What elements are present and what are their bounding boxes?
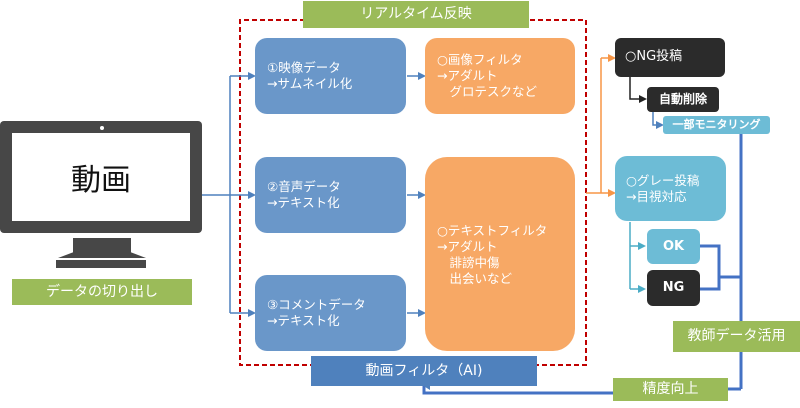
audio-data-title: ②音声データ (267, 179, 341, 194)
comment-data-title: ③コメントデータ (267, 297, 366, 312)
ok-text: OK (662, 239, 685, 254)
ng-post-text: ○NG投稿 (625, 49, 683, 64)
monitor-neck (73, 238, 131, 255)
video-data-box: ①映像データ →サムネイル化 (255, 38, 406, 114)
audio-data-box: ②音声データ →テキスト化 (255, 157, 406, 233)
image-filter-box: ○画像フィルタ →アダルト グロテスクなど (425, 38, 575, 114)
auto-delete-box: 自動削除 (647, 87, 719, 112)
data-extraction-text: データの切り出し (46, 284, 158, 300)
text-filter-title: ○テキストフィルタ (437, 223, 548, 238)
image-filter-item: グロテスクなど (437, 84, 538, 99)
image-filter-item: →アダルト (437, 68, 498, 83)
gray-post-title: ○グレー投稿 (626, 173, 700, 188)
teacher-data-text: 教師データ活用 (687, 328, 786, 344)
video-data-title: ①映像データ (267, 60, 341, 75)
video-data-desc: →サムネイル化 (267, 76, 353, 91)
partial-monitoring-box: 一部モニタリング (663, 116, 770, 134)
audio-data-desc: →テキスト化 (267, 195, 340, 210)
comment-data-desc: →テキスト化 (267, 313, 340, 328)
text-filter-item: →アダルト (437, 239, 498, 254)
accuracy-label: 精度向上 (613, 378, 728, 401)
image-filter-title: ○画像フィルタ (437, 52, 523, 67)
monitor-base (56, 260, 146, 268)
monitor-camera-dot (100, 126, 104, 130)
data-extraction-label: データの切り出し (12, 279, 192, 305)
realtime-label-text: リアルタイム反映 (360, 6, 472, 22)
monitor-screen-label: 動画 (71, 163, 131, 198)
text-filter-item: 出会いなど (437, 271, 513, 286)
teacher-data-label: 教師データ活用 (673, 321, 800, 352)
realtime-frame (239, 19, 312, 366)
ai-filter-label: 動画フィルタ（AI) (311, 356, 537, 386)
ng-box: NG (647, 270, 700, 306)
monitor-screen: 動画 (12, 133, 190, 221)
gray-post-desc: →目視対応 (626, 189, 687, 204)
ai-filter-label-text: 動画フィルタ（AI) (365, 363, 483, 379)
monitor: 動画 (0, 121, 202, 233)
comment-data-box: ③コメントデータ →テキスト化 (255, 275, 406, 351)
partial-monitoring-text: 一部モニタリング (672, 118, 761, 131)
ng-text: NG (662, 280, 685, 295)
realtime-label: リアルタイム反映 (303, 1, 529, 28)
accuracy-text: 精度向上 (642, 381, 699, 397)
text-filter-item: 誹謗中傷 (437, 255, 500, 270)
ng-post-box: ○NG投稿 (615, 38, 725, 77)
ok-box: OK (647, 229, 700, 264)
monitor-stand-top (58, 252, 146, 258)
gray-post-box: ○グレー投稿 →目視対応 (615, 156, 726, 221)
auto-delete-text: 自動削除 (658, 92, 707, 106)
text-filter-box: ○テキストフィルタ →アダルト 誹謗中傷 出会いなど (425, 157, 575, 351)
